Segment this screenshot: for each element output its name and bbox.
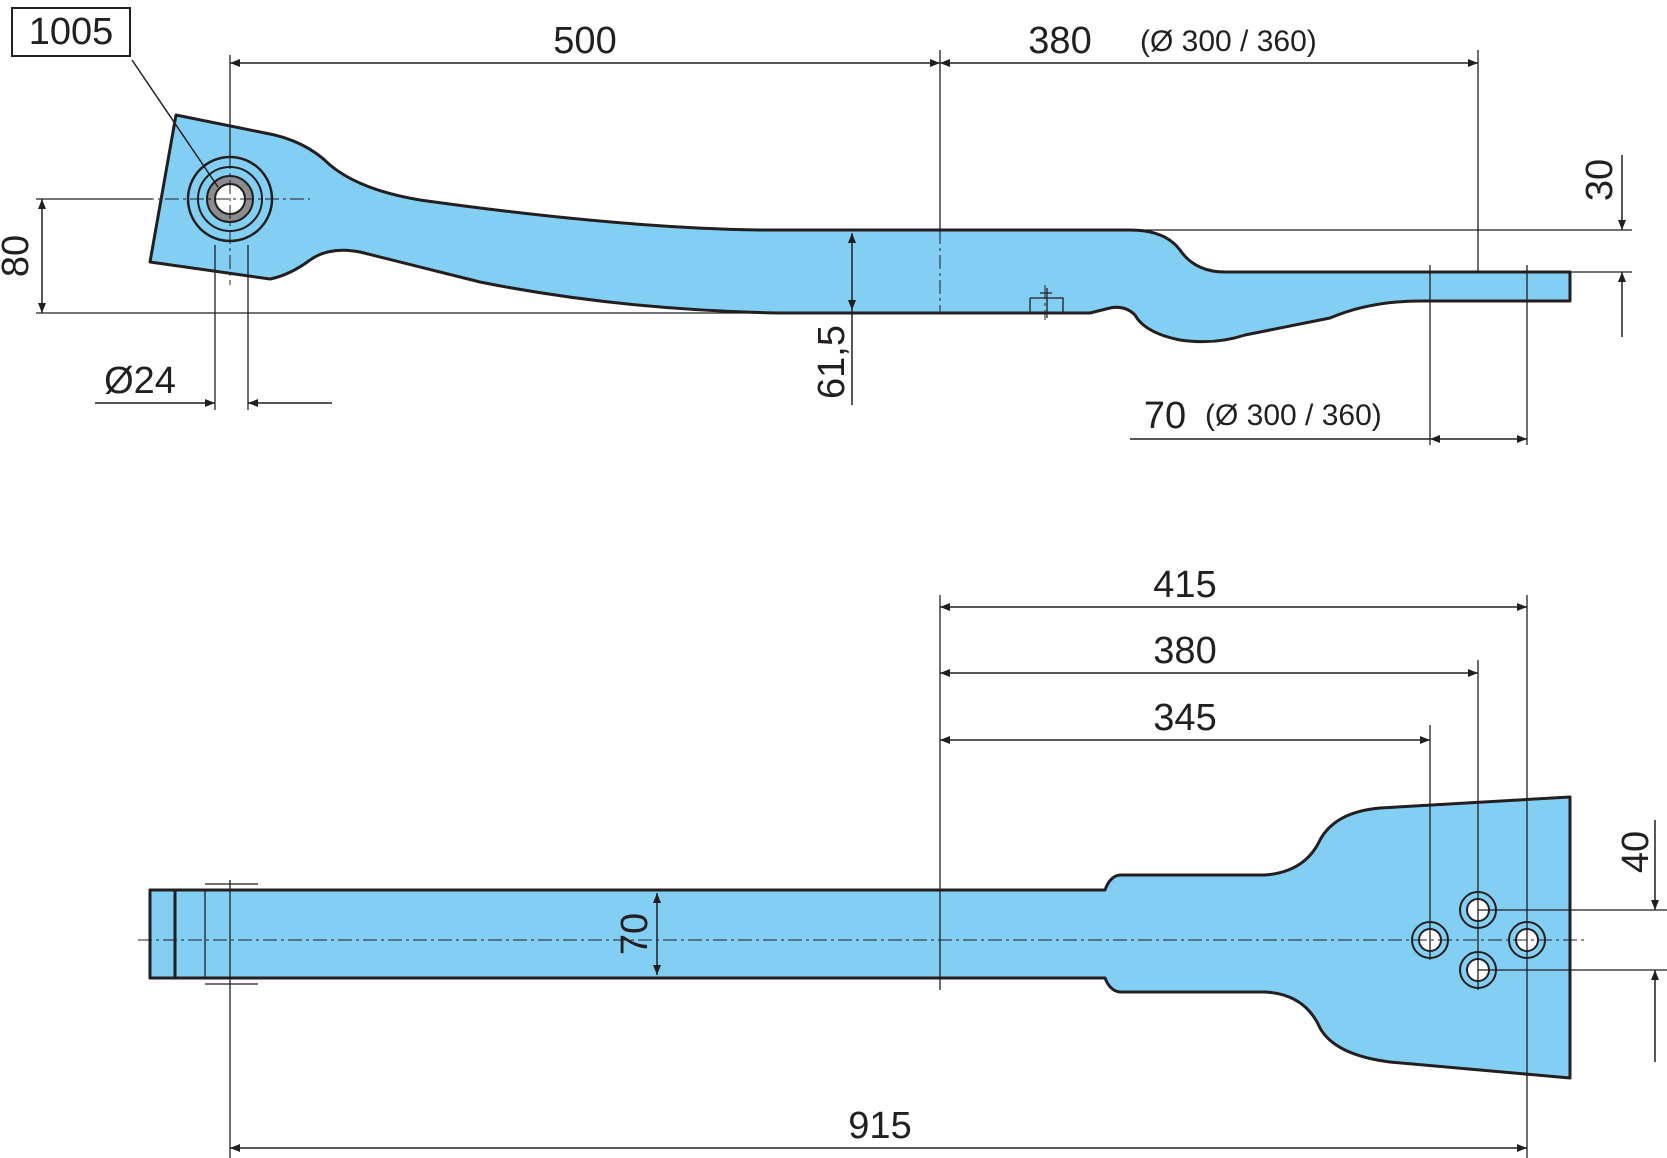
dim-380-label: 380	[1028, 20, 1091, 62]
dim-61-5-label: 61,5	[811, 325, 853, 399]
dim-500-label: 500	[553, 20, 616, 62]
dim-70-top-label: 70	[614, 913, 656, 955]
side-view: 500 380 (Ø 300 / 360) 30 80 61,5 Ø24 70 …	[0, 7, 1632, 445]
dim-70-side-label: 70	[1144, 395, 1186, 437]
dim-30-label: 30	[1579, 159, 1621, 201]
dim-915-label: 915	[848, 1105, 911, 1147]
top-view-eye-outline	[204, 883, 258, 985]
dim-345-label: 345	[1153, 697, 1216, 739]
part-number-box	[11, 7, 131, 57]
dim-d24-label: Ø24	[104, 360, 176, 402]
dim-380-top-label: 380	[1153, 630, 1216, 672]
top-view-blade	[148, 795, 1572, 1080]
top-view: 415 380 345 40 70 915	[138, 564, 1667, 1158]
top-view-end-cap	[148, 888, 177, 980]
side-view-blade	[148, 113, 1572, 344]
dim-70-note: (Ø 300 / 360)	[1205, 399, 1382, 432]
part-number-label: 1005	[29, 11, 114, 53]
slot-symbol	[1029, 288, 1064, 318]
dim-415-label: 415	[1153, 564, 1216, 606]
part-number-leader	[131, 59, 219, 188]
dim-80-label: 80	[0, 235, 37, 277]
dim-40-label: 40	[1615, 831, 1657, 873]
dim-380-note: (Ø 300 / 360)	[1140, 25, 1317, 58]
